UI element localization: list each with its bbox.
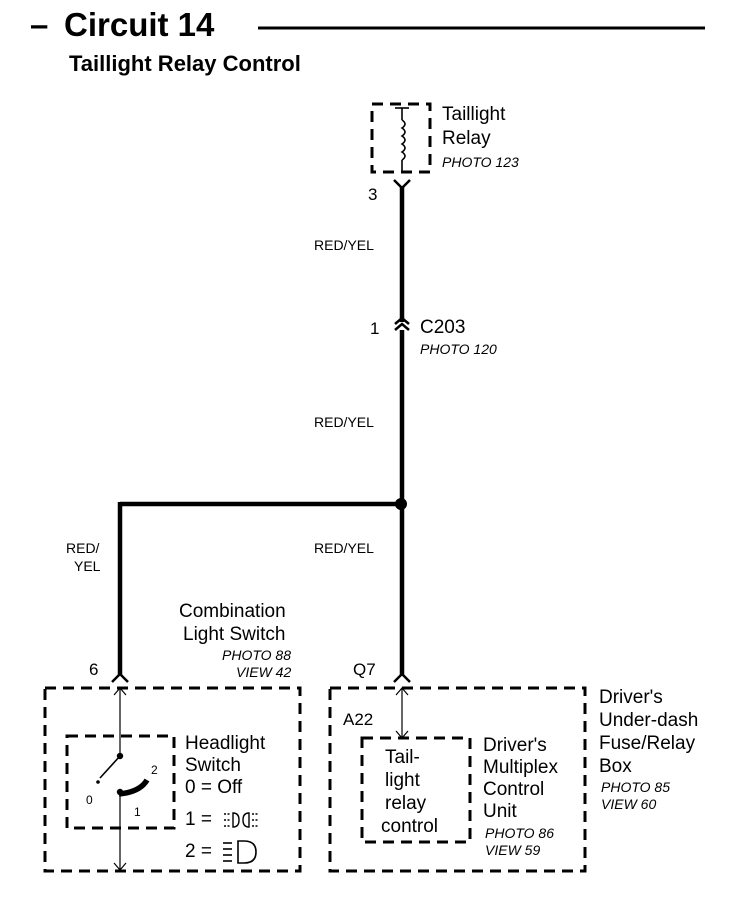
- multiplex-unit-view-ref: VIEW 59: [485, 842, 541, 858]
- wire-color-right-branch: RED/YEL: [314, 540, 374, 556]
- fuse-box-name-line4: Box: [599, 756, 632, 777]
- fuse-relay-box: [328, 686, 587, 873]
- fuse-box-name-line1: Driver's: [599, 687, 663, 708]
- fuse-box-name-line2: Under-dash: [599, 710, 699, 731]
- fuse-box-photo-ref: PHOTO 85: [601, 779, 670, 795]
- headlight-switch-name-line2: Switch: [185, 755, 241, 776]
- multiplex-function-line2: light: [385, 770, 420, 791]
- combination-switch-pin-number: 6: [89, 660, 99, 679]
- multiplex-unit-name-line3: Control: [483, 779, 545, 800]
- multiplex-function-line3: relay: [385, 793, 427, 814]
- headlight-icon: [223, 840, 257, 864]
- headlight-switch-position-0: 0 = Off: [185, 777, 243, 798]
- c203-pin-number: 1: [370, 319, 380, 338]
- multiplex-unit-name-line4: Unit: [483, 801, 517, 822]
- pin6-terminal-icon: [111, 672, 129, 683]
- c203-connector-name: C203: [420, 317, 466, 338]
- headlight-switch-position-1: 1 =: [185, 809, 212, 830]
- combination-switch-name-line1: Combination: [179, 601, 286, 622]
- page-title: Circuit 14: [64, 6, 215, 43]
- relay-pin-number: 3: [368, 185, 378, 204]
- fuse-box-name-line3: Fuse/Relay: [599, 733, 696, 754]
- relay-photo-ref: PHOTO 123: [442, 154, 519, 170]
- combination-switch-photo-ref: PHOTO 88: [222, 647, 291, 663]
- wire-color-left-branch-line2: YEL: [74, 558, 101, 574]
- multiplex-unit-pin-number: A22: [343, 710, 374, 729]
- multiplex-unit-name-line1: Driver's: [483, 735, 547, 756]
- c203-photo-ref: PHOTO 120: [420, 341, 497, 357]
- page-subtitle: Taillight Relay Control: [69, 51, 301, 76]
- taillight-relay-box: [370, 102, 432, 174]
- multiplex-unit-photo-ref: PHOTO 86: [485, 825, 554, 841]
- combination-switch-view-ref: VIEW 42: [236, 664, 292, 680]
- multiplex-function-line4: control: [381, 816, 439, 837]
- c203-connector-icon: [394, 316, 410, 331]
- fuse-box-pin-number: Q7: [353, 660, 376, 679]
- relay-name-line1: Taillight: [442, 104, 506, 125]
- switch-contact-2-label: 2: [151, 763, 158, 777]
- wire-color-left-branch-line1: RED/: [66, 540, 100, 556]
- wire-color-upper: RED/YEL: [314, 237, 374, 253]
- switch-arm-icon: [96, 752, 150, 797]
- parking-light-icon: [224, 812, 258, 828]
- relay-name-line2: Relay: [442, 128, 491, 149]
- switch-contact-1-label: 1: [134, 805, 141, 819]
- wire-color-middle: RED/YEL: [314, 414, 374, 430]
- switch-contact-0-label: 0: [86, 793, 93, 807]
- relay-coil-icon: [395, 107, 409, 172]
- fuse-box-view-ref: VIEW 60: [601, 796, 657, 812]
- headlight-switch-position-2: 2 =: [185, 841, 212, 862]
- headlight-switch-name-line1: Headlight: [185, 733, 266, 754]
- q7-terminal-icon: [393, 672, 411, 683]
- multiplex-unit-name-line2: Multiplex: [483, 757, 558, 778]
- combination-switch-box: [43, 686, 302, 873]
- combination-switch-name-line2: Light Switch: [183, 624, 286, 645]
- multiplex-function-line1: Tail-: [385, 747, 420, 768]
- title-dash: –: [30, 6, 49, 43]
- multiplex-unit-box: [360, 736, 472, 844]
